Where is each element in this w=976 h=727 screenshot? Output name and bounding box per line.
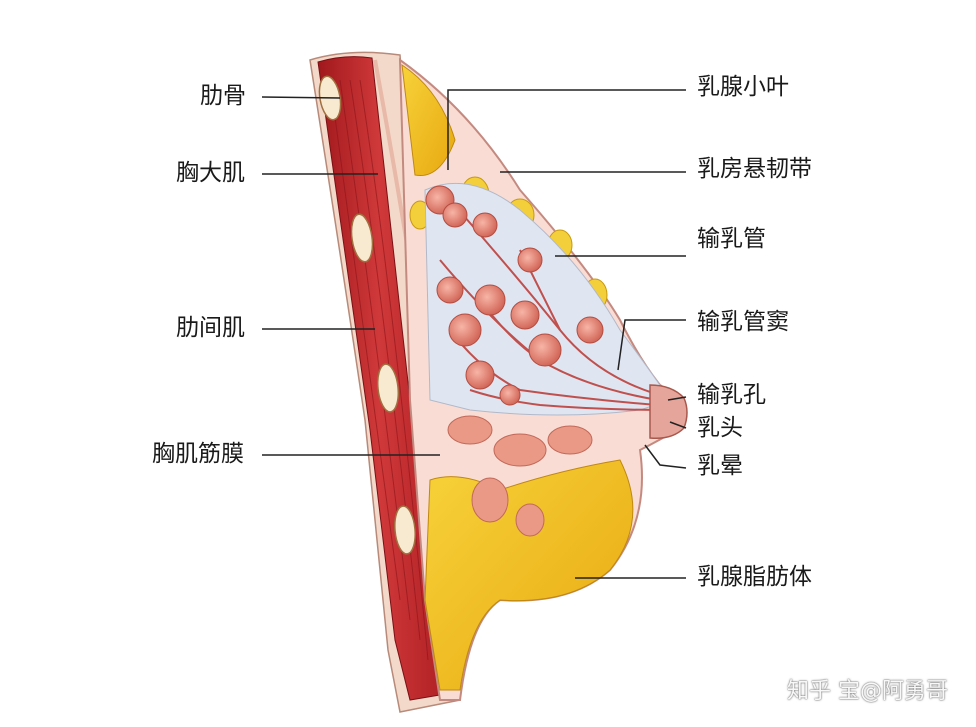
lower-gland-clusters bbox=[447, 415, 593, 537]
gland-lobules bbox=[425, 185, 604, 406]
nipple-shape bbox=[649, 384, 688, 440]
label-pectoralis-major: 胸大肌 bbox=[176, 160, 245, 186]
label-intercostal-muscle: 肋间肌 bbox=[176, 315, 245, 341]
fat-tissue-region bbox=[424, 459, 634, 691]
label-nipple: 乳头 bbox=[697, 415, 743, 441]
label-pectoral-fascia: 胸肌筋膜 bbox=[152, 441, 244, 467]
watermark: 知乎 宝@阿勇哥 bbox=[787, 679, 948, 704]
leader-lines bbox=[261, 89, 687, 579]
label-fat-tissue: 乳腺脂肪体 bbox=[697, 564, 812, 590]
label-areola: 乳晕 bbox=[697, 453, 743, 479]
label-lactiferous-duct: 输乳管 bbox=[697, 226, 766, 252]
label-duct-opening: 输乳孔 bbox=[697, 382, 766, 408]
label-lactiferous-sinus: 输乳管窦 bbox=[697, 309, 789, 335]
label-lobule: 乳腺小叶 bbox=[697, 74, 789, 100]
rib-cross-sections bbox=[318, 75, 416, 555]
label-suspensory-ligament: 乳房悬韧带 bbox=[697, 156, 812, 182]
upper-fat-pad bbox=[401, 63, 456, 177]
label-rib: 肋骨 bbox=[200, 83, 246, 109]
